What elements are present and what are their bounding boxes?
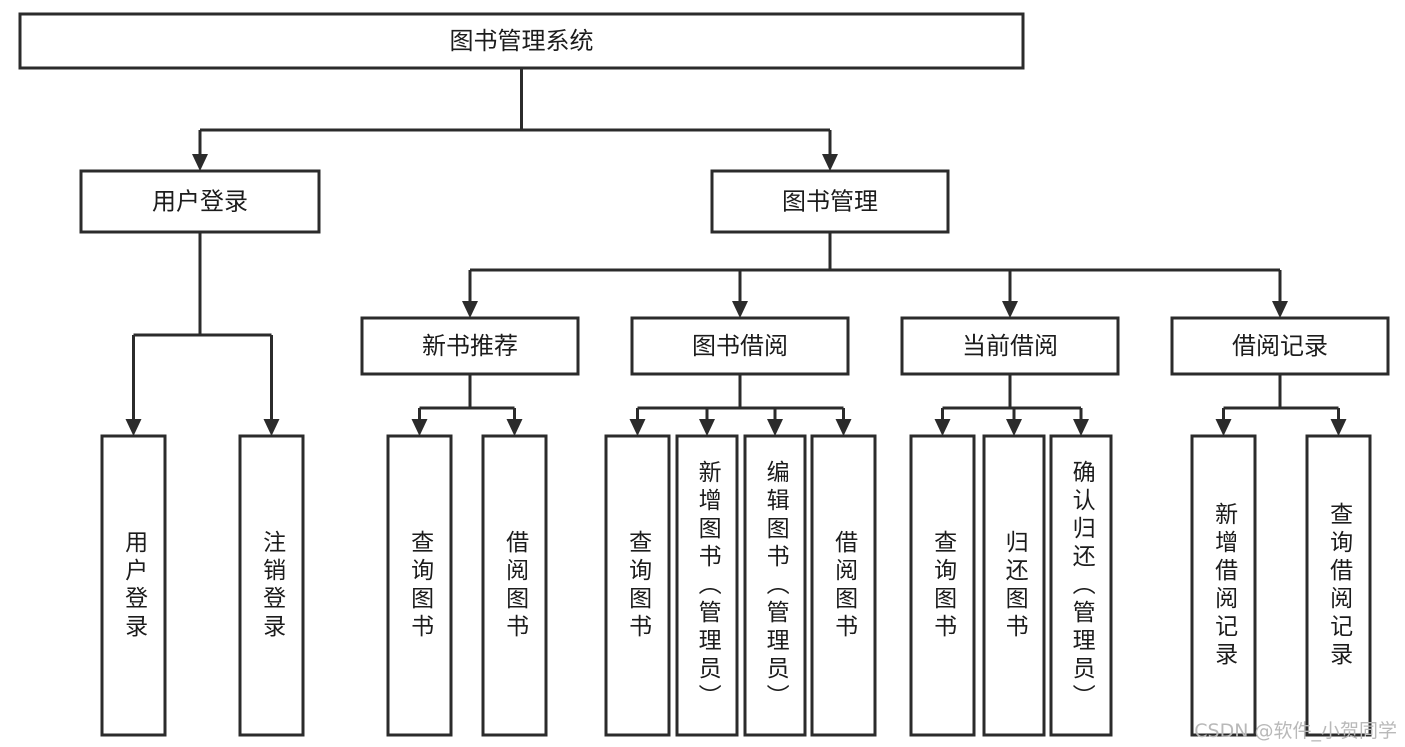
node-leaf-confirm-return[interactable] [1049,434,1113,737]
node-label: 新书推荐 [422,332,518,360]
node-new-book-recommend[interactable]: 新书推荐 [360,316,580,376]
node-leaf-borrow-book-1[interactable] [481,434,548,737]
arrow-head-icon [835,419,852,436]
node-leaf-query-book-1[interactable] [386,434,453,737]
arrow-head-icon [411,419,428,436]
node-box [710,169,950,234]
node-label: 图书借阅 [692,332,788,360]
node-current-borrow[interactable]: 当前借阅 [900,316,1120,376]
node-user-login[interactable]: 用户登录 [79,169,321,234]
arrow-head-icon [125,419,142,436]
node-root[interactable]: 图书管理系统 [18,12,1025,70]
arrow-head-icon [934,419,951,436]
node-box [1170,316,1390,376]
node-box [481,434,548,737]
node-leaf-borrow-book-2[interactable] [810,434,877,737]
node-box [1305,434,1372,737]
arrow-head-icon [1272,301,1288,318]
node-leaf-return-book[interactable] [982,434,1046,737]
node-label: 借阅记录 [1232,332,1328,360]
node-box [604,434,671,737]
watermark-text: CSDN @软件_小贺同学 [1194,720,1397,742]
node-label: 图书管理系统 [450,27,594,55]
arrow-head-icon [1002,301,1018,318]
arrow-head-icon [506,419,523,436]
node-box [675,434,739,737]
node-box [810,434,877,737]
node-leaf-user-logout[interactable] [238,434,305,737]
node-box [1190,434,1257,737]
connector-layer [125,68,1347,436]
node-box [630,316,850,376]
node-label: 当前借阅 [962,332,1058,360]
node-box [100,434,167,737]
arrow-head-icon [1215,419,1232,436]
node-label: 用户登录 [152,188,248,216]
node-book-borrow[interactable]: 图书借阅 [630,316,850,376]
node-box [900,316,1120,376]
node-borrow-record[interactable]: 借阅记录 [1170,316,1390,376]
arrow-head-icon [732,301,748,318]
arrow-head-icon [462,301,478,318]
node-leaf-query-book-3[interactable] [909,434,976,737]
node-leaf-add-book[interactable] [675,434,739,737]
node-leaf-user-login[interactable] [100,434,167,737]
node-box [1049,434,1113,737]
node-box [909,434,976,737]
arrow-head-icon [1330,419,1347,436]
arrow-head-icon [822,154,838,171]
node-leaf-query-book-2[interactable] [604,434,671,737]
arrow-head-icon [629,419,646,436]
node-leaf-add-record[interactable] [1190,434,1257,737]
node-box [386,434,453,737]
node-box [360,316,580,376]
arrow-head-icon [192,154,208,171]
arrow-head-icon [767,419,783,436]
node-box [982,434,1046,737]
arrow-head-icon [1073,419,1089,436]
node-book-manage[interactable]: 图书管理 [710,169,950,234]
arrow-head-icon [699,419,715,436]
node-box [79,169,321,234]
node-leaf-query-record[interactable] [1305,434,1372,737]
node-box [238,434,305,737]
arrow-head-icon [263,419,280,436]
node-box [18,12,1025,70]
node-label: 图书管理 [782,188,878,216]
node-box [743,434,807,737]
node-leaf-edit-book[interactable] [743,434,807,737]
arrow-head-icon [1006,419,1022,436]
